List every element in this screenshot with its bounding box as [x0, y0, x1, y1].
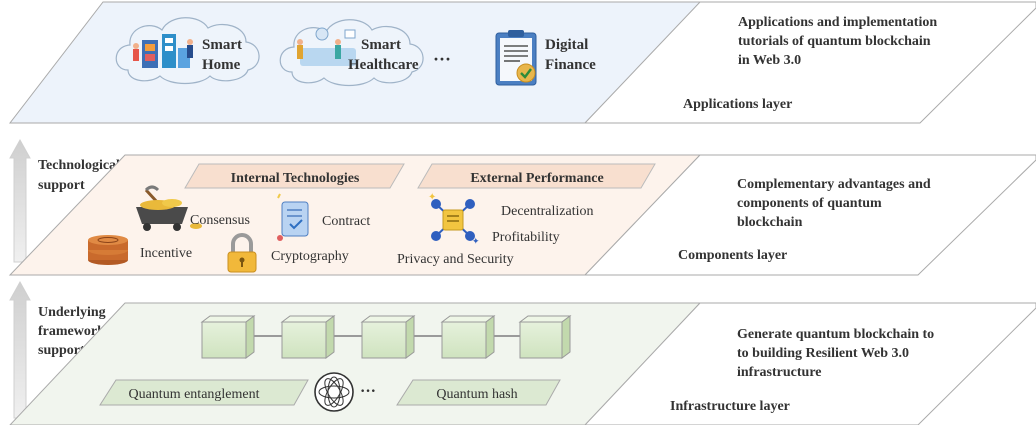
external-performance-title: External Performance [470, 171, 603, 186]
components-description-plane [583, 154, 1036, 276]
technological-support-label-2: support [38, 178, 85, 193]
internal-technologies-title: Internal Technologies [231, 171, 360, 186]
components-layer: Internal Technologies External Performan… [8, 154, 1036, 276]
privacy-security-label: Privacy and Security [397, 252, 514, 267]
applications-description-3: in Web 3.0 [738, 53, 801, 68]
applications-ellipsis: ··· [433, 49, 451, 69]
cryptography-label: Cryptography [271, 249, 349, 264]
digital-finance-label-2: Finance [545, 57, 596, 73]
quantum-entanglement-box [99, 379, 309, 406]
padlock-icon [227, 233, 257, 273]
framework-support-label-3: support [38, 343, 85, 358]
support-arrow-upper [9, 138, 31, 263]
quantum-hash-box [396, 379, 561, 406]
components-description-2: components of quantum [737, 196, 882, 211]
infrastructure-description-2: to building Resilient Web 3.0 [737, 346, 909, 361]
quantum-sphere-icon [314, 372, 354, 412]
components-description-1: Complementary advantages and [737, 177, 931, 192]
applications-layer: Smart Home Smart Healthcare ··· [8, 1, 1036, 124]
blockchain-chain [200, 315, 572, 359]
infrastructure-description-plane [584, 302, 1036, 425]
external-performance-banner [417, 163, 656, 189]
technological-support-label-1: Technological [38, 158, 120, 173]
smart-home-icon [133, 34, 193, 68]
contract-label: Contract [322, 214, 370, 229]
block-cube-2 [280, 315, 336, 359]
smart-healthcare-item: Smart Healthcare [279, 19, 424, 87]
profitability-label: Profitability [492, 230, 560, 245]
smart-home-item: Smart Home [115, 17, 260, 85]
framework-support-label-2: framework [38, 324, 105, 339]
digital-finance-label-1: Digital [545, 37, 588, 53]
decentralization-label: Decentralization [501, 204, 594, 219]
applications-description-2: tutorials of quantum blockchain [738, 34, 931, 49]
svg-text:✦: ✦ [428, 192, 436, 203]
quantum-entanglement-label: Quantum entanglement [128, 387, 259, 402]
smart-home-label-1: Smart [202, 37, 242, 53]
mining-cart-icon [136, 185, 202, 231]
incentive-label: Incentive [140, 246, 192, 261]
digital-finance-item: Digital Finance [495, 30, 596, 86]
components-layer-name: Components layer [678, 248, 787, 263]
applications-description-plane [583, 1, 1036, 124]
smart-healthcare-label-1: Smart [361, 37, 401, 53]
contract-icon [277, 193, 309, 241]
infrastructure-description-3: infrastructure [737, 365, 822, 380]
components-description-3: blockchain [737, 215, 803, 230]
infrastructure-ellipsis: ··· [360, 383, 376, 400]
coins-icon [88, 235, 128, 265]
decentralization-network-icon: ✦ ✦ [428, 192, 480, 247]
internal-technologies-banner [184, 163, 405, 189]
block-cube-5 [518, 315, 572, 359]
block-cube-3 [360, 315, 416, 359]
infrastructure-main-plane [9, 302, 702, 425]
smart-healthcare-icon [297, 27, 356, 66]
consensus-label: Consensus [190, 213, 250, 228]
quantum-hash-label: Quantum hash [436, 387, 517, 402]
svg-text:✦: ✦ [472, 237, 480, 247]
block-cube-4 [440, 315, 496, 359]
applications-layer-name: Applications layer [683, 97, 792, 112]
block-cube-1 [200, 315, 256, 359]
smart-home-label-2: Home [202, 57, 241, 73]
infrastructure-description-1: Generate quantum blockchain to [737, 327, 934, 342]
framework-support-label-1: Underlying [38, 305, 106, 320]
applications-description-1: Applications and implementation [738, 15, 937, 30]
clipboard-icon [495, 30, 537, 86]
infrastructure-layer-name: Infrastructure layer [670, 399, 790, 414]
smart-healthcare-label-2: Healthcare [348, 57, 419, 73]
support-arrow-lower [9, 280, 31, 419]
infrastructure-layer: Quantum entanglement ··· Quantum hash Ge… [9, 302, 1036, 425]
